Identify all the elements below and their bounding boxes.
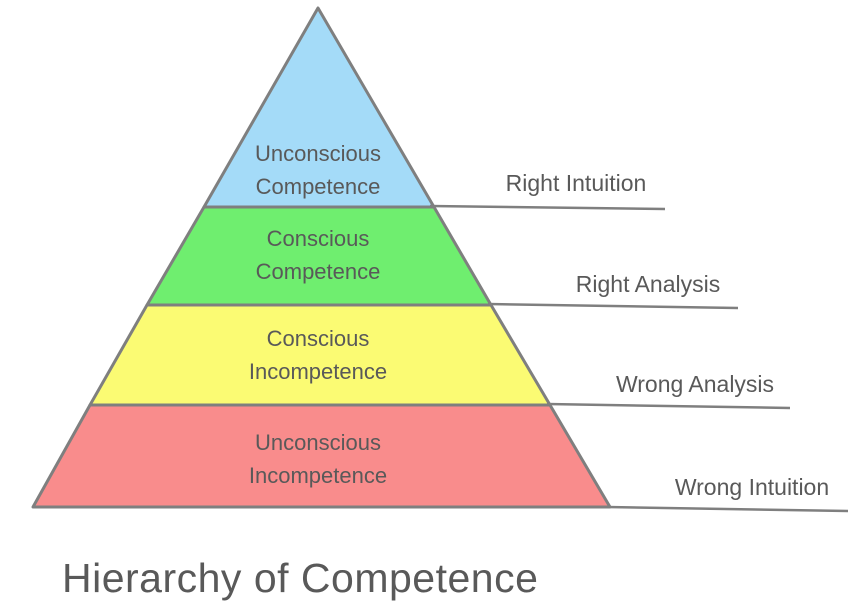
pyramid-level-conscious-competence	[145, 205, 493, 307]
pyramid-level-unconscious-incompetence	[31, 403, 612, 509]
pyramid-level-conscious-incompetence	[88, 303, 552, 407]
level-1-label-line-2: Competence	[256, 174, 381, 199]
callout-line-right-intuition	[429, 204, 666, 211]
callout-label-right-analysis: Right Analysis	[576, 271, 720, 297]
level-2-label-line-2: Competence	[256, 259, 381, 284]
callout-label-wrong-analysis: Wrong Analysis	[616, 371, 774, 397]
callout-line-wrong-analysis	[546, 402, 791, 410]
level-4-label-line-2: Incompetence	[249, 463, 387, 488]
pyramid-labels: Unconscious Competence Conscious Compete…	[249, 141, 387, 488]
level-3-label-line-2: Incompetence	[249, 359, 387, 384]
callout-label-wrong-intuition: Wrong Intuition	[675, 474, 829, 500]
level-4-label-line-1: Unconscious	[255, 430, 381, 455]
callout-line-wrong-intuition	[606, 505, 849, 513]
level-1-label-line-1: Unconscious	[255, 141, 381, 166]
callout-label-right-intuition: Right Intuition	[506, 170, 647, 196]
callout-line-right-analysis	[487, 302, 739, 310]
callout-lines	[429, 204, 849, 513]
diagram-title: Hierarchy of Competence	[62, 555, 538, 601]
pyramid	[31, 6, 612, 509]
level-3-label-line-1: Conscious	[267, 326, 370, 351]
level-2-label-line-1: Conscious	[267, 226, 370, 251]
callout-labels: Right Intuition Right Analysis Wrong Ana…	[506, 170, 829, 500]
